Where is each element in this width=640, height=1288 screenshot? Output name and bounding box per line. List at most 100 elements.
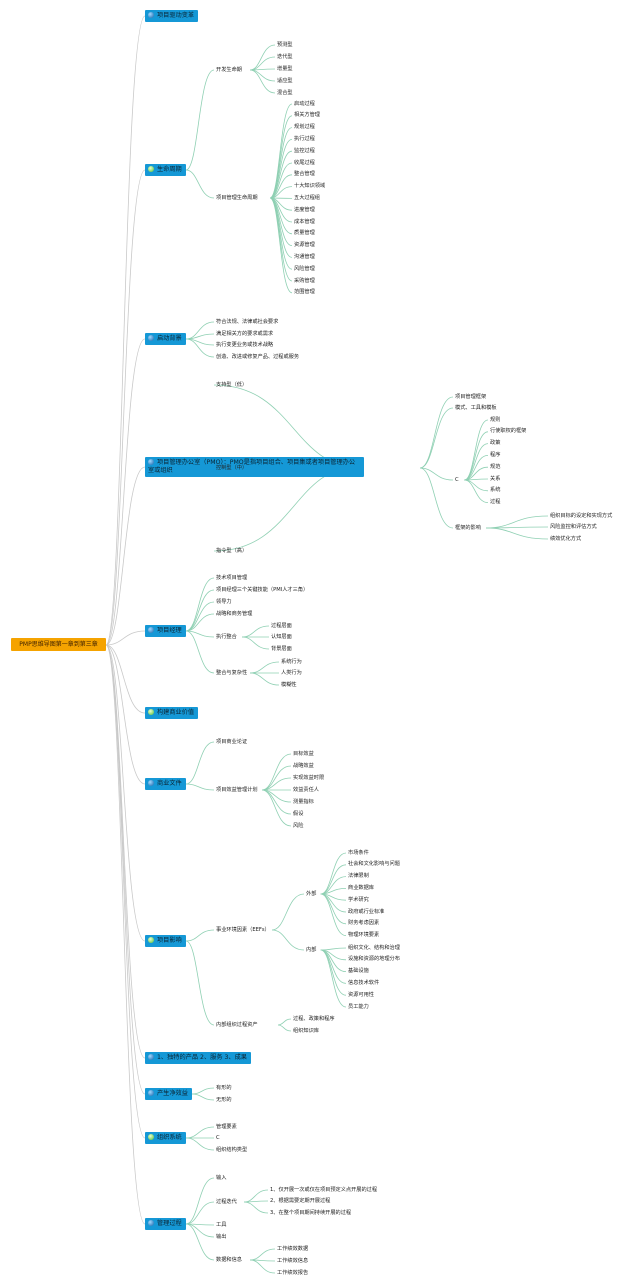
leaf-link [320, 949, 347, 1008]
main-topic[interactable]: 组织系统 [145, 1132, 186, 1144]
leaf-label: 外部 [306, 890, 317, 897]
root-link [105, 15, 146, 646]
leaf-link [277, 1018, 292, 1026]
subtopic-label: 项目管理生命周期 [216, 194, 258, 201]
subtopic-label: 执行变更业务或技术战略 [216, 341, 274, 348]
branch-link [185, 589, 215, 632]
leaf-link [269, 197, 293, 258]
branch-link [213, 466, 359, 552]
leaf-link [249, 1259, 276, 1274]
main-topic-label: 项目驱动变革 [157, 12, 195, 19]
main-topic-label: 管理过程 [157, 1220, 182, 1227]
leaf-label: 设施和资源的地理分布 [348, 956, 400, 963]
leaf-label: 规划过程 [294, 124, 315, 131]
main-topic[interactable]: 1、独特的产品 2、服务 3、成果 [145, 1052, 251, 1064]
subtopic-label: 输出 [216, 1233, 227, 1240]
leaf-label: 启动过程 [294, 100, 315, 107]
leaf-link [320, 893, 347, 913]
leaf-label: 规则 [490, 416, 501, 423]
leaf-label: 整合管理 [294, 171, 315, 178]
sphere-icon [148, 335, 154, 341]
main-topic[interactable]: 产生净效益 [145, 1088, 192, 1100]
leaf-label: 组织文化、结构和治理 [348, 944, 400, 951]
leaf-link [464, 479, 489, 503]
leaf-label: 模式、工具和模板 [455, 404, 497, 411]
main-topic-label: 项目管理办公室（PMO）：PMO是指项目组合、项目集或者项目管理办公室或组织 [148, 459, 356, 474]
branch-link [185, 1223, 215, 1261]
leaf-link [249, 672, 280, 686]
leaf-label: 社会和文化影响与问题 [348, 861, 400, 868]
bulb-icon [148, 1134, 154, 1140]
leaf-label: 内部 [306, 946, 317, 953]
subtopic-label: 无形的 [216, 1096, 232, 1103]
leaf-label: 绩效优化方式 [550, 535, 582, 542]
branch-link [213, 384, 359, 468]
leaf-link [320, 949, 347, 984]
leaf-label: 框架的影响 [455, 524, 481, 531]
leaf-label: 成本管理 [294, 218, 315, 225]
main-topic[interactable]: 生命周期 [145, 164, 186, 176]
main-topic[interactable]: 项目影响 [145, 935, 186, 947]
leaf-label: 资源可用性 [348, 991, 374, 998]
branch-link [185, 630, 215, 674]
leaf-link [419, 467, 454, 481]
leaf-label: 战略效益 [293, 762, 314, 769]
leaf-label: 模糊性 [281, 681, 297, 688]
leaf-label: 程序 [490, 451, 501, 458]
leaf-label: 假设 [293, 810, 304, 817]
leaf-label: 商业数据库 [348, 884, 374, 891]
leaf-link [249, 69, 276, 94]
main-topic[interactable]: 项目经理 [145, 625, 186, 637]
leaf-label: 工作绩效报告 [277, 1269, 309, 1276]
leaf-link [271, 929, 305, 951]
main-topic-label: 产生净效益 [157, 1090, 188, 1097]
leaf-label: 预测型 [277, 41, 293, 48]
main-topic[interactable]: 商业文件 [145, 778, 186, 790]
leaf-link [320, 876, 347, 895]
leaf-label: 财务考虑因素 [348, 920, 380, 927]
leaf-label: C [455, 476, 459, 483]
branch-link [185, 940, 215, 1026]
leaf-label: 过程 [490, 499, 501, 506]
leaf-link [464, 479, 489, 492]
sphere-icon [148, 1220, 154, 1226]
subtopic-label: 控制型（中） [216, 464, 248, 471]
leaf-link [320, 893, 347, 925]
leaf-label: 信息技术软件 [348, 979, 380, 986]
leaf-link [464, 419, 489, 481]
main-topic[interactable]: 启动背景 [145, 333, 186, 345]
main-topic[interactable]: 管理过程 [145, 1218, 186, 1230]
branch-link [185, 338, 215, 358]
leaf-label: 认知层面 [271, 633, 292, 640]
leaf-label: 测量指标 [293, 798, 314, 805]
main-topic[interactable]: 构建商业价值 [145, 707, 199, 719]
root-link [105, 644, 146, 785]
leaf-label: 学术研究 [348, 896, 369, 903]
main-topic[interactable]: 项目驱动变革 [145, 10, 199, 22]
root-topic[interactable]: PMP思维导图第一章到第三章 [11, 638, 106, 651]
leaf-link [271, 893, 305, 931]
branch-link [185, 613, 215, 632]
root-link [105, 644, 146, 1059]
leaf-label: 行使职权的框架 [490, 428, 527, 435]
leaf-label: 风险管理 [294, 265, 315, 272]
leaf-label: 项目管理框架 [455, 393, 487, 400]
subtopic-label: 领导力 [216, 598, 232, 605]
leaf-link [464, 431, 489, 481]
subtopic-label: 事业环境因素（EEFs） [216, 926, 270, 933]
subtopic-label: 指令型（高） [216, 547, 248, 554]
leaf-label: 效益责任人 [293, 786, 319, 793]
main-topic[interactable]: 项目管理办公室（PMO）：PMO是指项目组合、项目集或者项目管理办公室或组织 [145, 457, 364, 477]
leaf-label: 人类行为 [281, 669, 302, 676]
leaf-link [419, 407, 454, 469]
leaf-link [249, 1248, 276, 1261]
leaf-label: 市场条件 [348, 849, 369, 856]
subtopic-label: 内部组织过程资产 [216, 1021, 258, 1028]
root-link [105, 644, 146, 1225]
leaf-link [249, 661, 280, 674]
leaf-label: 法律限制 [348, 873, 369, 880]
branch-link [191, 1093, 215, 1101]
sphere-icon [148, 1054, 154, 1060]
leaf-label: 组织目标的设定和实现方式 [550, 512, 613, 519]
root-link [105, 169, 146, 646]
